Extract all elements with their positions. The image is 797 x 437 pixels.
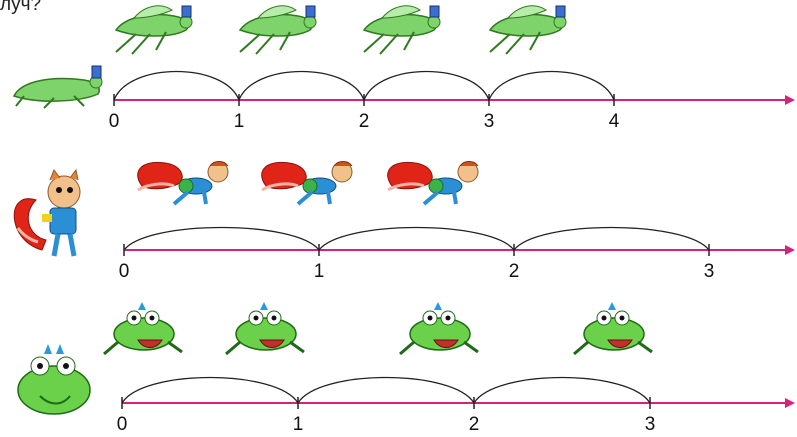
squirrel-jumping-icon — [388, 162, 478, 205]
grasshopper-sitting-icon — [14, 66, 102, 108]
jump-arc — [319, 228, 514, 251]
grasshopper-jumping-icon — [240, 6, 316, 54]
tick-label: 1 — [293, 414, 304, 435]
frog-jumping-icon — [574, 302, 652, 354]
tick-label: 3 — [484, 111, 495, 132]
jump-arc — [474, 378, 650, 404]
frog-jumping-icon — [400, 302, 478, 354]
frog-jumping-icon — [104, 302, 182, 354]
squirrel-icon — [14, 170, 80, 256]
ray-arrowhead — [785, 245, 795, 255]
tick-label: 1 — [234, 111, 245, 132]
ray-arrowhead — [785, 398, 795, 408]
tick-label: 2 — [469, 414, 480, 435]
tick-label: 1 — [314, 261, 325, 282]
jump-arc — [364, 72, 489, 101]
tick-label: 0 — [119, 261, 130, 282]
frog-sitting-icon — [18, 344, 90, 414]
tick-label: 2 — [509, 261, 520, 282]
grasshopper-jumping-icon — [364, 6, 440, 54]
tick-label: 3 — [645, 414, 656, 435]
number-ray-frog: 0 1 2 3 — [104, 302, 795, 435]
ray-arrowhead — [785, 95, 795, 105]
squirrel-jumping-icon — [138, 162, 228, 205]
jump-arc — [489, 72, 614, 101]
frog-jumping-icon — [226, 302, 304, 354]
jump-arc — [298, 378, 474, 404]
tick-label: 0 — [109, 111, 120, 132]
tick-label: 2 — [359, 111, 370, 132]
jump-arc — [514, 228, 709, 251]
jump-arc — [239, 72, 364, 101]
number-ray-squirrel: 0 1 2 3 — [119, 162, 795, 283]
jump-arc — [114, 72, 239, 101]
jump-arc — [124, 228, 319, 251]
tick-label: 3 — [704, 261, 715, 282]
squirrel-jumping-icon — [262, 162, 352, 205]
grasshopper-jumping-icon — [490, 6, 566, 54]
tick-label: 0 — [117, 414, 128, 435]
number-ray-grasshopper: 0 1 2 3 4 — [109, 6, 795, 132]
jump-arc — [122, 378, 298, 404]
tick-label: 4 — [609, 111, 620, 132]
grasshopper-jumping-icon — [116, 6, 192, 54]
